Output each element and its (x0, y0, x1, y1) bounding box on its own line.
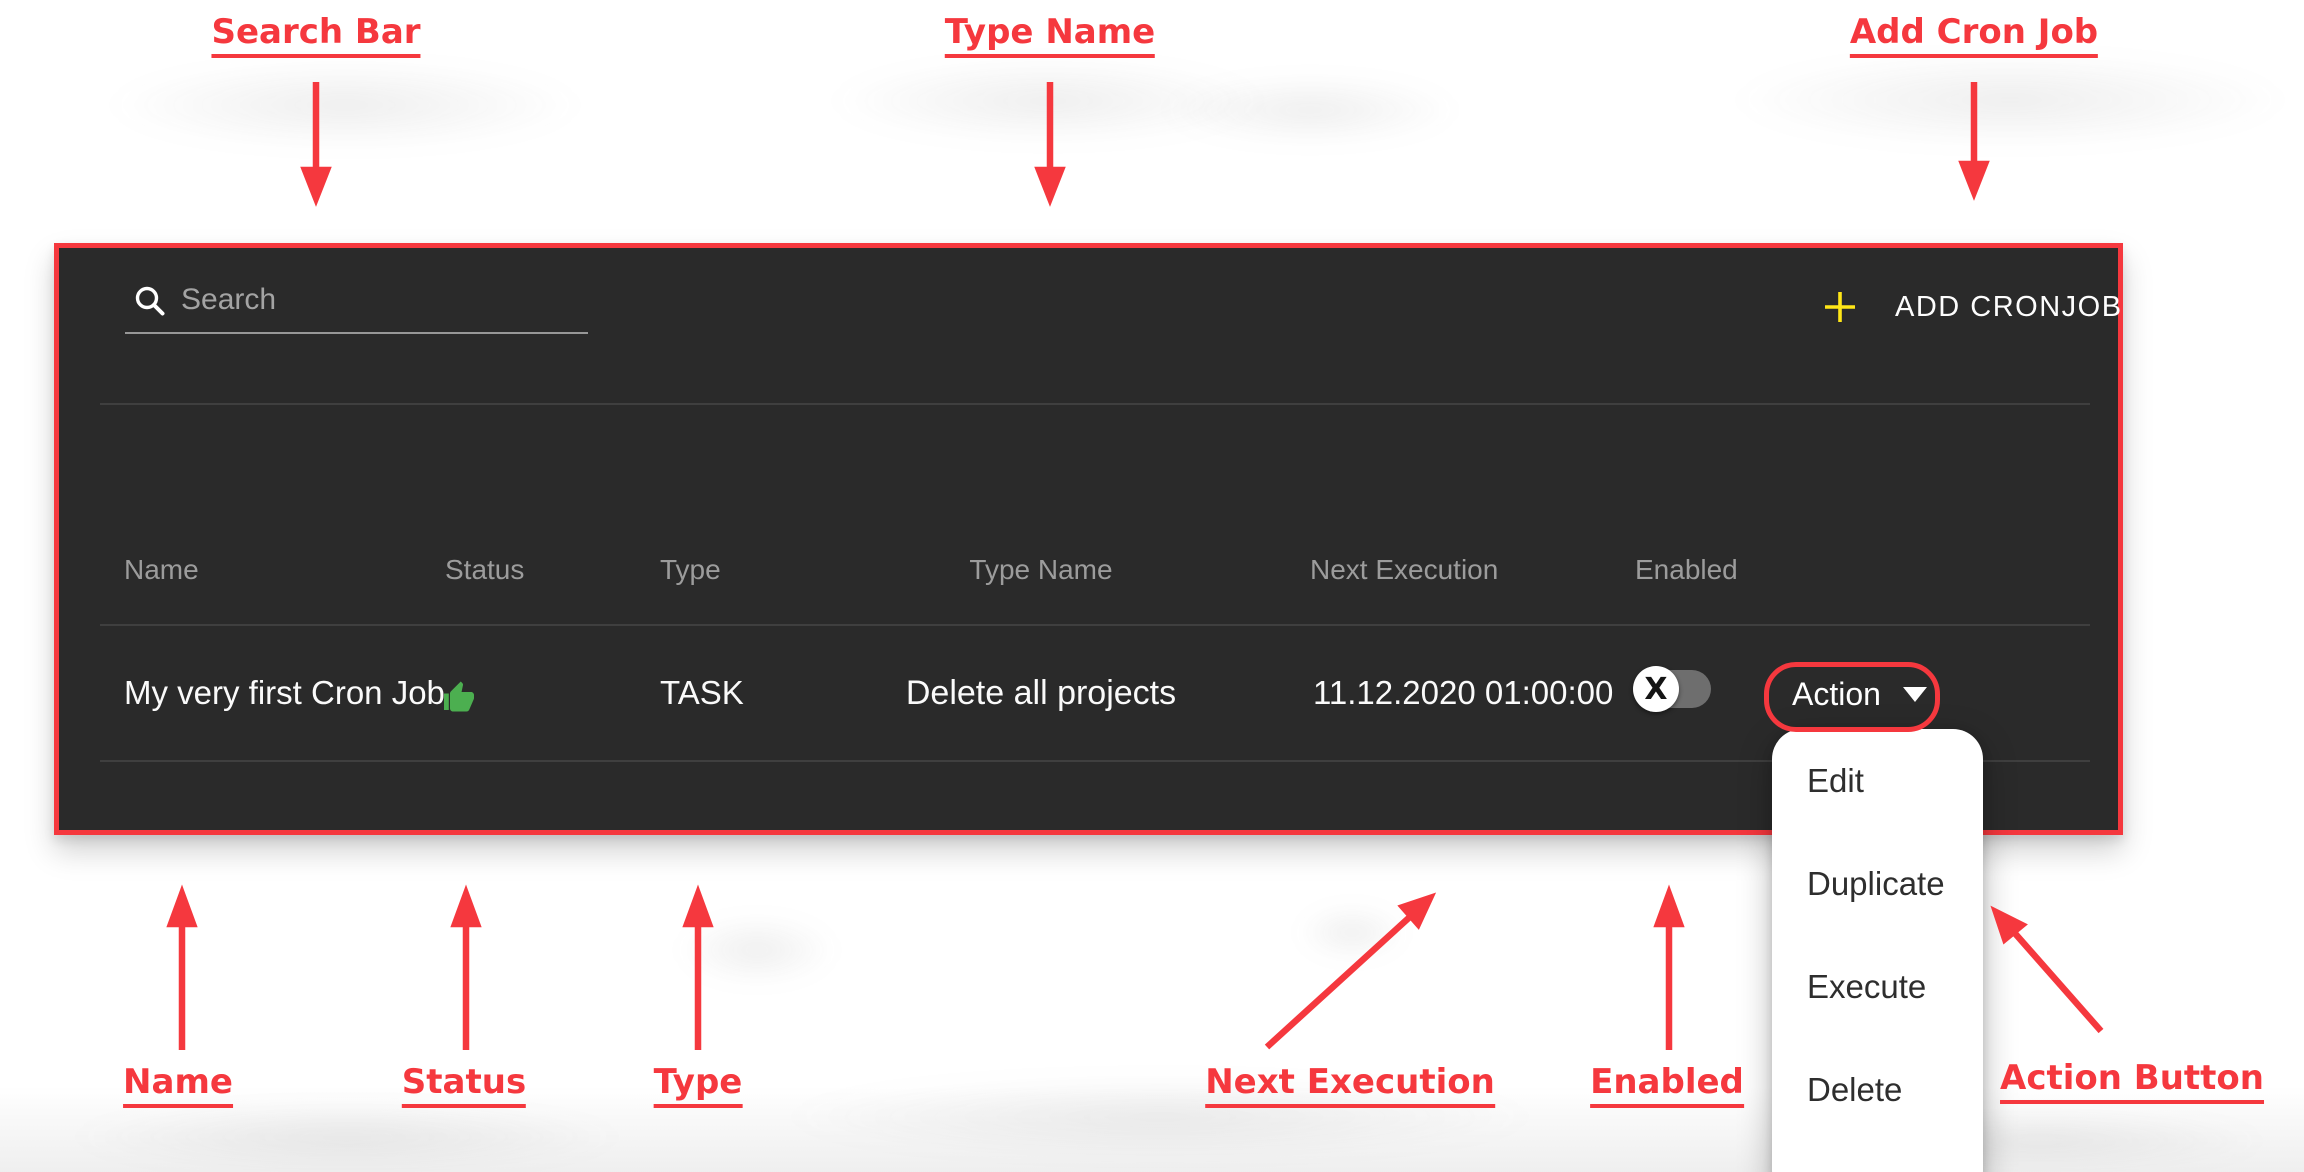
cell-name: My very first Cron Job (124, 674, 445, 711)
column-header-status: Status (445, 554, 525, 585)
shadow-blob (67, 1102, 627, 1172)
shadow-blob (677, 915, 837, 985)
cell-next-execution: 11.12.2020 01:00:00 (1313, 674, 1614, 711)
action-button[interactable]: Action (1784, 672, 1935, 716)
menu-item-execute[interactable]: Execute (1807, 968, 1927, 1005)
shadow-blob (1730, 52, 2290, 148)
column-header-name: Name (124, 554, 199, 585)
cell-type: TASK (660, 674, 744, 711)
shadow-blob (1160, 75, 1460, 145)
column-header-type-name: Type Name (969, 554, 1113, 585)
thumbs-up-icon (441, 680, 477, 716)
column-header-type: Type (660, 554, 721, 585)
row-divider (100, 760, 2090, 762)
action-dropdown-menu: Edit Duplicate Execute Delete (1772, 729, 1983, 1172)
annotation-name: Name (123, 1062, 233, 1108)
search-underline (125, 332, 588, 334)
shadow-blob (828, 58, 1268, 144)
action-button-label: Action (1792, 675, 1881, 712)
add-cronjob-button[interactable]: ADD CRONJOB (1809, 278, 2137, 336)
menu-item-duplicate[interactable]: Duplicate (1807, 865, 1945, 902)
search-input[interactable] (175, 276, 605, 324)
cronjob-panel: ADD CRONJOB Name Status Type Type Name N… (54, 243, 2123, 835)
shadow-blob (1297, 905, 1407, 960)
annotation-status: Status (401, 1062, 527, 1108)
menu-item-delete[interactable]: Delete (1807, 1071, 1903, 1108)
annotation-add-cron-job: Add Cron Job (1849, 12, 2099, 58)
plus-icon (1823, 290, 1857, 324)
annotation-type-name: Type Name (944, 12, 1156, 58)
header-divider (100, 624, 2090, 626)
search-icon (132, 283, 168, 319)
annotation-next-execution: Next Execution (1205, 1062, 1495, 1108)
toolbar-divider (100, 403, 2090, 405)
annotation-search-bar: Search Bar (211, 12, 421, 58)
toggle-x-glyph: X (1644, 671, 1668, 707)
cell-type-name: Delete all projects (905, 674, 1177, 712)
toggle-knob: X (1633, 666, 1679, 712)
enabled-toggle[interactable]: X (1633, 666, 1721, 712)
annotation-action-button: Action Button (2000, 1058, 2264, 1104)
annotation-type: Type (653, 1062, 743, 1108)
add-cronjob-label: ADD CRONJOB (1895, 290, 2123, 323)
shadow-blob (105, 60, 585, 150)
chevron-down-icon (1902, 686, 1927, 702)
column-header-next-execution: Next Execution (1310, 554, 1499, 585)
menu-item-edit[interactable]: Edit (1807, 762, 1864, 799)
column-header-enabled: Enabled (1635, 554, 1738, 585)
annotation-enabled: Enabled (1590, 1062, 1744, 1108)
